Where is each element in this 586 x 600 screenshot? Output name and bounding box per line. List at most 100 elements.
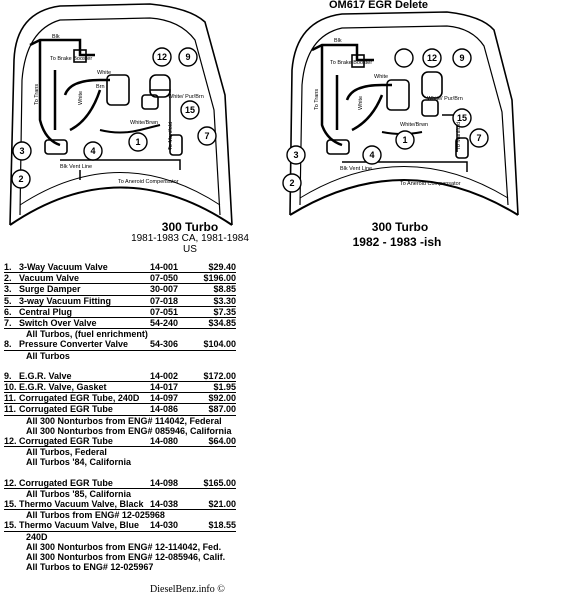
part-code: 07-018: [150, 295, 179, 306]
part-code: 30-007: [150, 284, 179, 295]
r-callout-9: [422, 48, 442, 68]
callout-9: [178, 47, 198, 67]
blk-vent-label: Blk Vent Line: [60, 164, 92, 170]
left-diagram-subtitle: 1981-1983 CA, 1981-1984 US: [131, 233, 249, 255]
part-number-index: 11.: [4, 404, 17, 415]
callout-3: [12, 141, 32, 161]
part-code: 14-002: [150, 370, 179, 381]
part-note: All 300 Nonturbos from ENG# 12-114042, F…: [26, 541, 222, 552]
part-name: 3-Way Vacuum Valve: [19, 262, 108, 272]
part-name: Corrugated EGR Tube, 240D: [19, 393, 140, 404]
part-name: Vacuum Valve: [19, 273, 80, 284]
r-callout-1-label: 1: [402, 135, 407, 145]
part-number-index: 2.: [4, 273, 12, 284]
callout-7-label: 7: [204, 131, 209, 141]
r-callout-12: [394, 48, 414, 68]
part-code: 14-017: [150, 382, 179, 393]
part-price: $87.00: [208, 404, 236, 415]
part-row: 5. 3-way Vacuum Fitting 07-018 $3.30: [4, 296, 236, 307]
part-price: $92.00: [208, 393, 236, 404]
r-callout-3-label: 3: [293, 150, 298, 160]
part-note: All Turbos '85, California: [26, 488, 131, 499]
part-name: Corrugated EGR Tube: [19, 477, 113, 488]
part-number-index: 10.: [4, 382, 17, 393]
callout-4: [83, 141, 103, 161]
part-name: Switch Over Valve: [19, 318, 97, 329]
r-callout-9-label: 9: [459, 53, 464, 63]
part-price: $104.00: [203, 339, 236, 350]
r-blk-top-label: Blk: [334, 38, 342, 44]
callout-12: [152, 47, 172, 67]
part-note: All 300 Nonturbos from ENG# 114042, Fede…: [26, 415, 222, 426]
part-name: 3-way Vacuum Fitting: [19, 295, 112, 306]
part-number-index: 15.: [4, 520, 17, 531]
part-name: Corrugated EGR Tube: [19, 404, 113, 415]
to-trans-label: To Trans: [34, 84, 40, 105]
part-number-index: 11.: [4, 393, 17, 404]
r-aneroid-label: To Aneroid Compensator: [400, 181, 461, 187]
r-blk-vent-label: Blk Vent Line: [340, 166, 372, 172]
part-price: $8.85: [213, 284, 236, 295]
part-number-index: 7.: [4, 318, 12, 329]
part-number-index: 5.: [4, 295, 12, 306]
callout-1: [128, 132, 148, 152]
to-manifold-label: To Manifold: [168, 122, 174, 150]
white-label: White: [97, 70, 111, 76]
part-code: 07-051: [150, 306, 179, 317]
part-number-index: 12.: [4, 436, 17, 447]
right-vacuum-diagram: 12 9 15 1 7 3 4 2 Blk To Brake Booster W…: [282, 0, 586, 250]
callout-4-label: 4: [90, 146, 95, 156]
left-diagram-drawing: 12 9 15 1 7 3 4 2 Blk To Brake Booster W…: [9, 3, 233, 226]
part-note: All Turbos to ENG# 12-025967: [26, 562, 154, 573]
r-callout-2-label: 2: [289, 178, 294, 188]
part-note: All Turbos '84, California: [26, 457, 131, 468]
part-code: 14-038: [150, 499, 179, 510]
part-number-index: 8.: [4, 339, 12, 350]
r-white-vert-label: White: [358, 96, 364, 110]
left-vacuum-diagram: 12 9 15 1 7 3 4 2 Blk To Brake Booster W…: [0, 0, 290, 255]
part-price: $3.30: [213, 295, 236, 306]
white-pur-brn-label: White/ Pur/Brn: [168, 94, 204, 100]
part-price: $1.95: [213, 382, 236, 393]
part-price: $172.00: [203, 370, 236, 381]
r-callout-12-label: 12: [427, 53, 437, 63]
r-white-label: White: [374, 74, 388, 80]
spacer: [4, 468, 236, 478]
r-callout-7-label: 7: [476, 133, 481, 143]
right-diagram-subtitle: 1982 - 1983 -ish: [352, 235, 442, 249]
part-name: Thermo Vacuum Valve, Blue: [19, 520, 140, 531]
part-number-index: 9.: [4, 370, 12, 381]
part-row: 11.Corrugated EGR Tube, 240D 14-097 $92.00: [4, 393, 236, 405]
part-price: $29.40: [208, 262, 236, 272]
right-diagram-title: 300 Turbo: [371, 220, 429, 234]
r-callout-3: [286, 145, 306, 165]
egr-delete-heading: OM617 EGR Delete: [329, 0, 429, 11]
part-number-index: 1.: [4, 262, 12, 272]
part-name: Central Plug: [19, 306, 73, 317]
brake-booster-label: To Brake Booster: [50, 56, 92, 62]
r-callout-7: [469, 128, 489, 148]
part-name: Surge Damper: [19, 284, 81, 295]
r-callout-9b: [452, 48, 472, 68]
part-code: 54-240: [150, 318, 179, 329]
part-name: Corrugated EGR Tube: [19, 436, 113, 447]
part-price: $165.00: [203, 477, 236, 488]
part-code: 14-097: [150, 393, 179, 404]
part-price: $18.55: [208, 520, 236, 531]
r-callout-2: [282, 173, 302, 193]
r-callout-4-label: 4: [369, 150, 374, 160]
part-name: Thermo Vacuum Valve, Black: [19, 499, 144, 510]
part-note: All 300 Nonturbos from ENG# 085946, Cali…: [26, 425, 232, 436]
spacer: [4, 361, 236, 371]
callout-15: [180, 100, 200, 120]
